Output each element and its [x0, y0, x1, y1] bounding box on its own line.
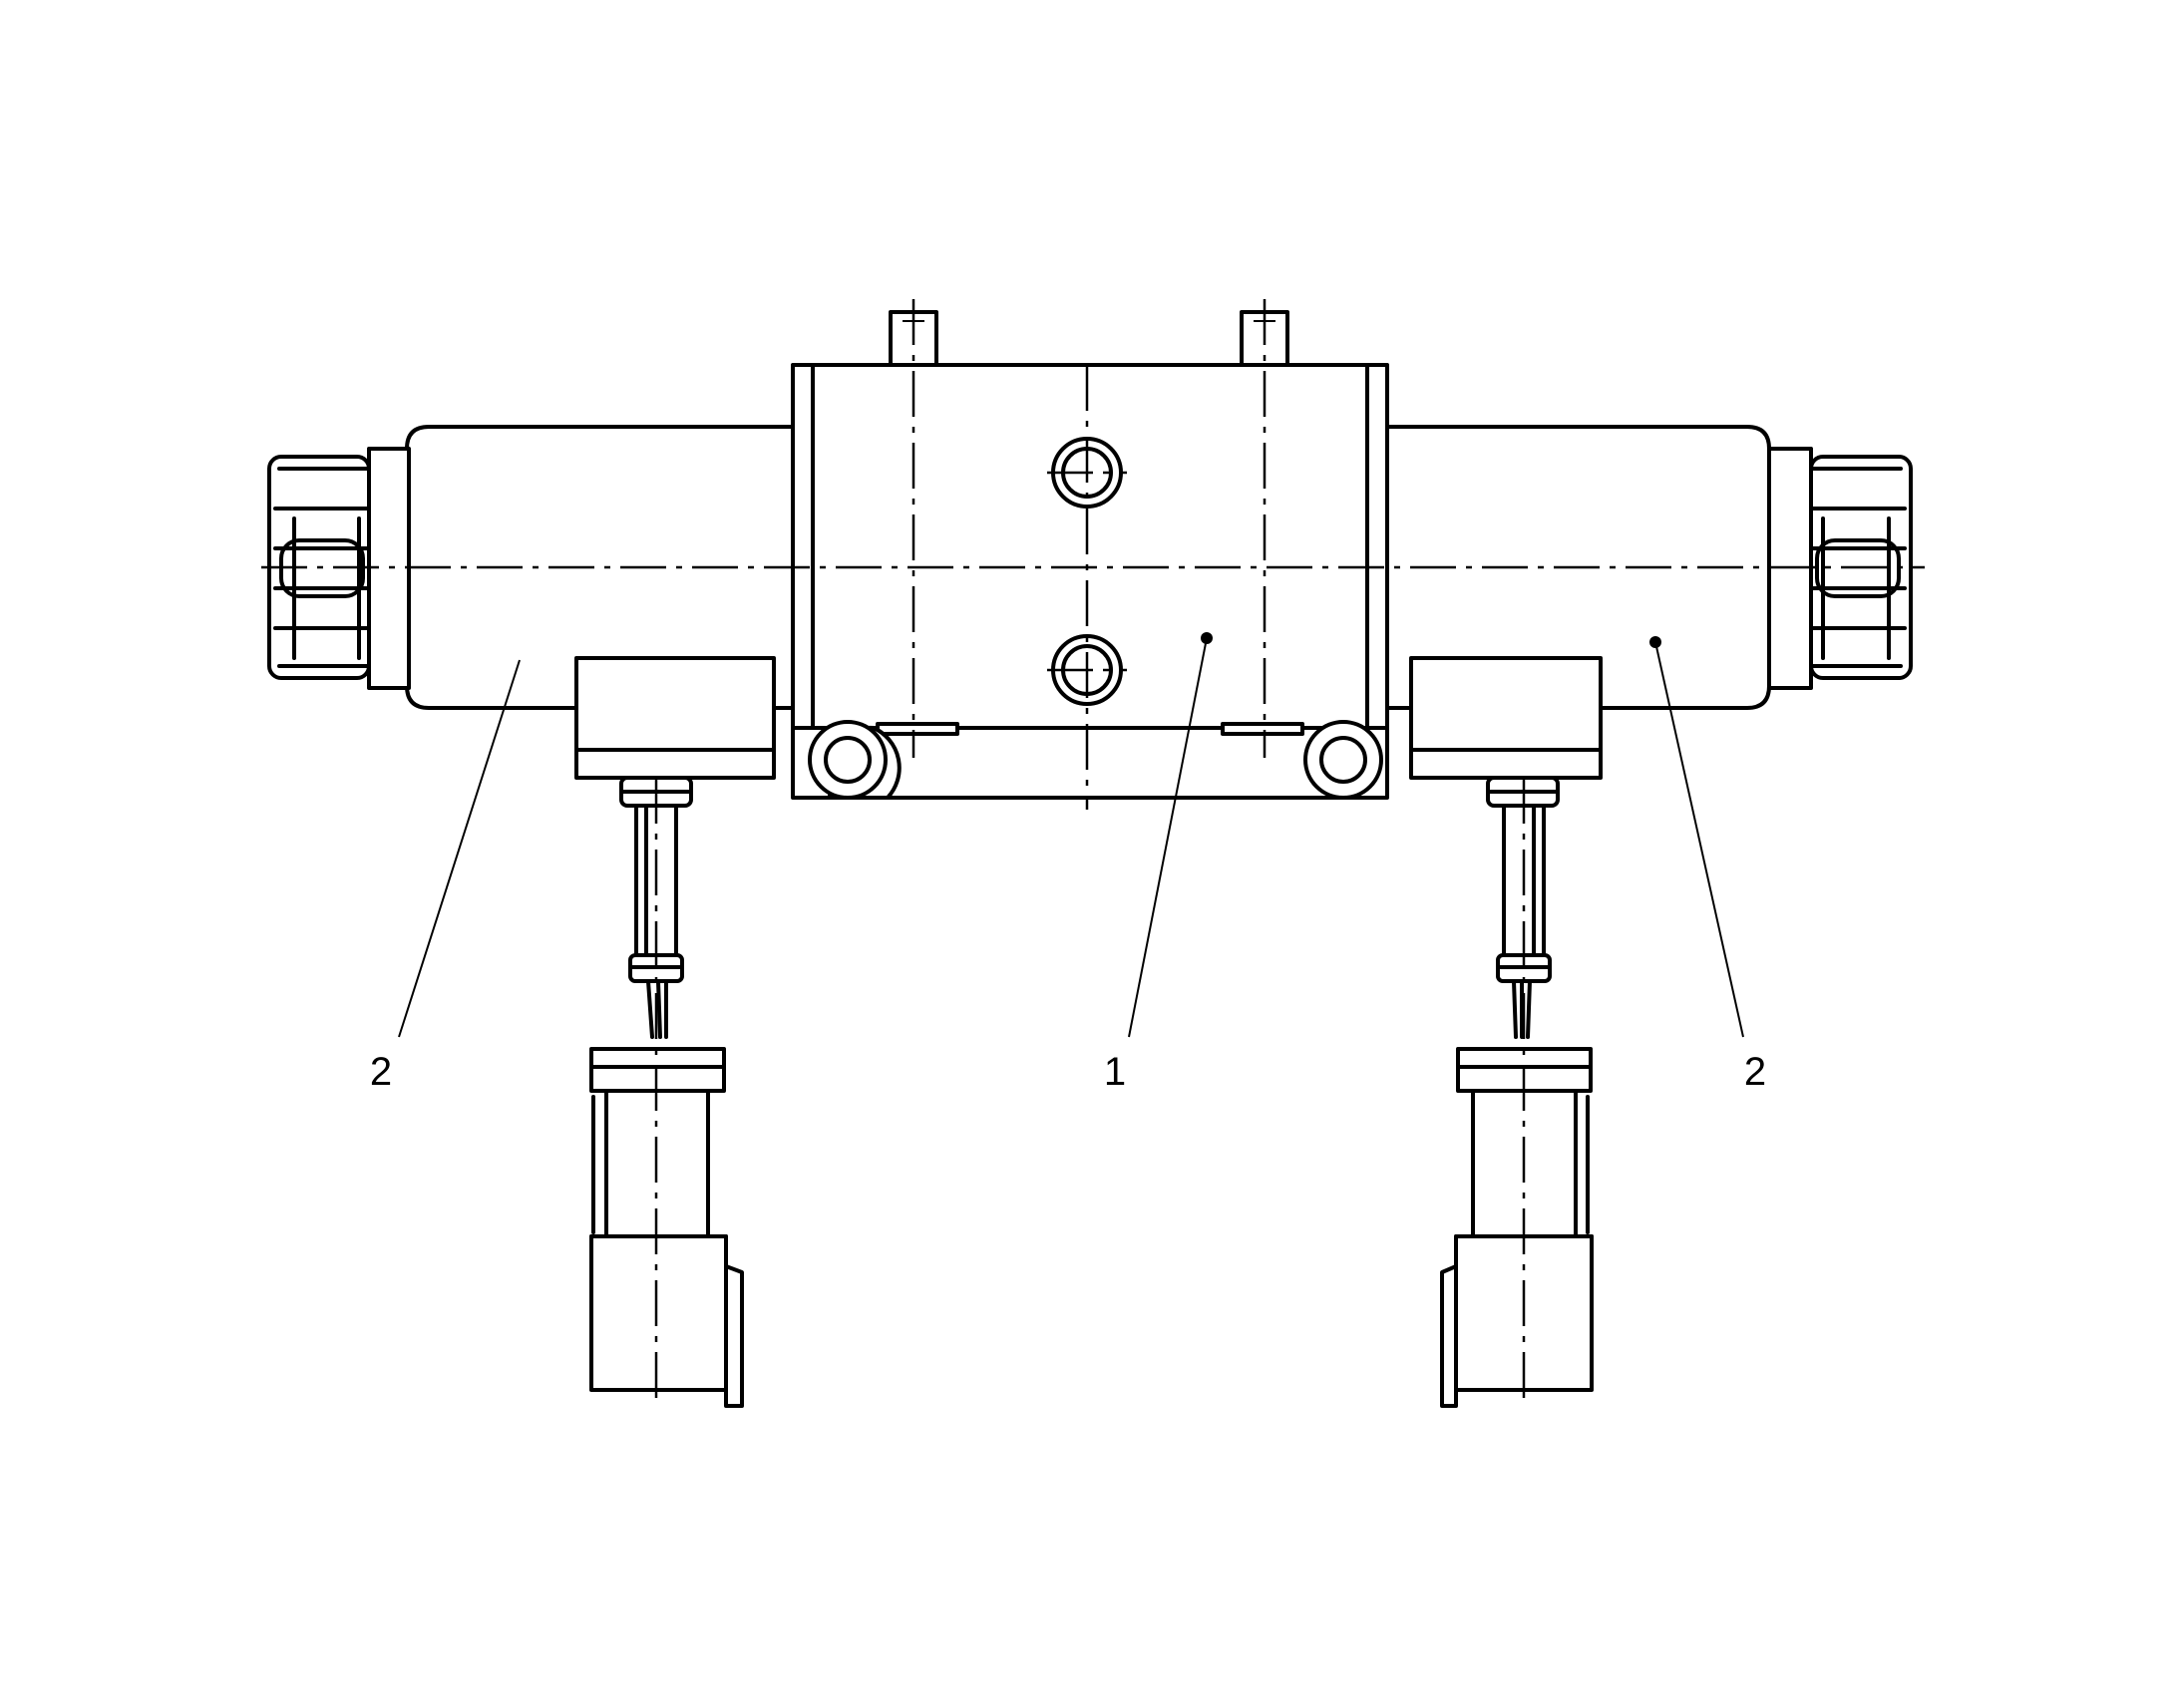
callout-label-right-solenoid: 2 — [1744, 1050, 1766, 1094]
valve-body — [791, 310, 1389, 800]
leader-left-solenoid — [398, 659, 521, 1038]
left-connector-housing — [574, 656, 776, 780]
leader-valve-body — [1128, 637, 1208, 1038]
leader-dot-valve-body — [1201, 632, 1213, 644]
center-lines — [261, 299, 1925, 1402]
callout-leaders — [398, 632, 1744, 1038]
callout-label-valve-body: 1 — [1104, 1050, 1126, 1094]
right-connector — [1409, 656, 1603, 1408]
callout-labels: 2 1 2 — [370, 1050, 1766, 1094]
right-mounting-hole — [1303, 720, 1383, 800]
right-connector-housing — [1409, 656, 1603, 780]
left-mounting-hole — [808, 720, 902, 800]
left-connector — [574, 656, 776, 1408]
left-solenoid-assembly — [267, 425, 795, 710]
callout-label-left-solenoid: 2 — [370, 1050, 392, 1094]
leader-dot-right-solenoid — [1649, 636, 1661, 648]
leader-right-solenoid — [1654, 641, 1744, 1038]
